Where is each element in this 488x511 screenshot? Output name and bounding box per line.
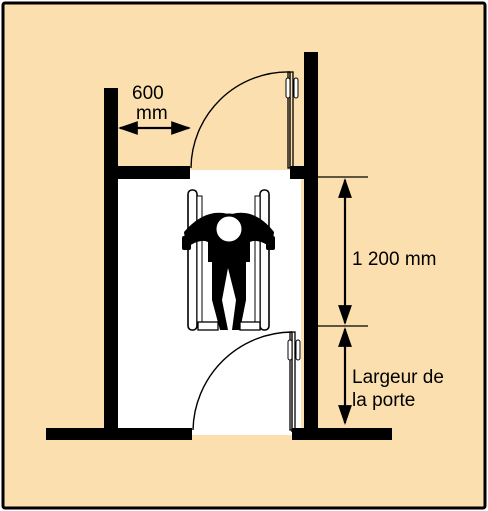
vestibule-floor bbox=[118, 170, 301, 435]
door-swing-icon bbox=[190, 71, 299, 169]
depth-dimension: 1 200 mm bbox=[310, 176, 436, 327]
wall-left bbox=[104, 88, 118, 440]
wall-top-left bbox=[118, 166, 190, 179]
opening-unit-label: mm bbox=[136, 103, 168, 124]
opening-value-label: 600 bbox=[132, 83, 164, 104]
depth-label: 1 200 mm bbox=[352, 249, 436, 270]
wall-bottom-left bbox=[46, 428, 192, 440]
door-width-label-line1: Largeur de bbox=[352, 367, 444, 388]
door-width-label-line2: la porte bbox=[352, 390, 415, 411]
door-width-dimension: Largeur de la porte bbox=[338, 327, 444, 425]
wheelchair-user-icon bbox=[182, 189, 275, 331]
wall-bottom-right bbox=[292, 428, 392, 440]
wall-right bbox=[304, 52, 318, 440]
walls bbox=[46, 52, 392, 440]
door-swing-icon bbox=[192, 331, 301, 432]
opening-dimension: 600 mm bbox=[118, 83, 191, 135]
